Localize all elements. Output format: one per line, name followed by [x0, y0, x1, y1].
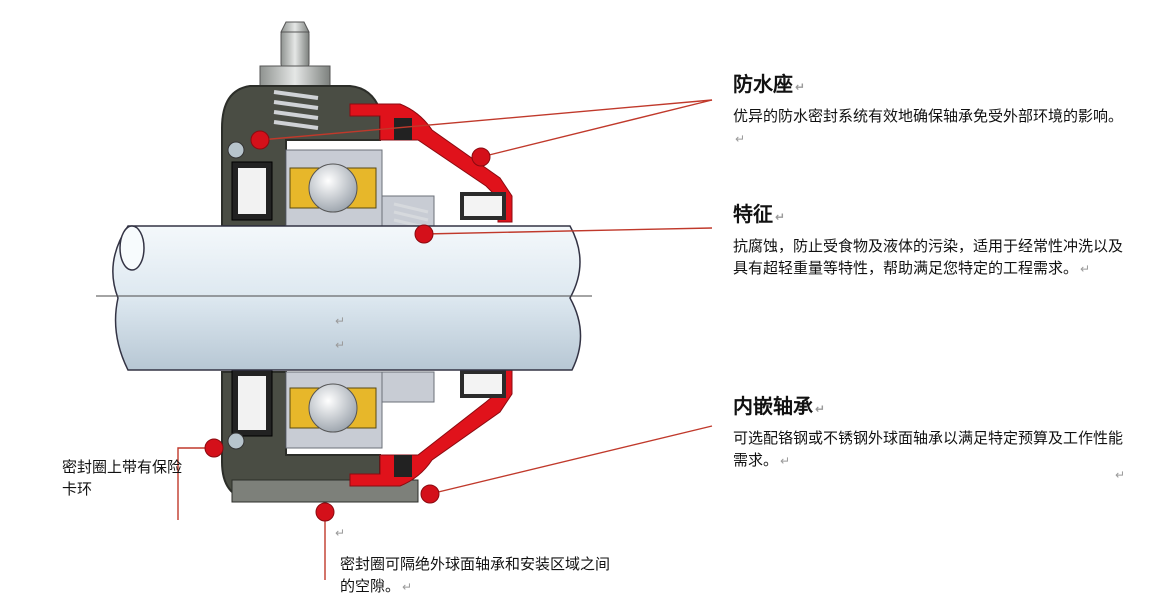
- grease-fitting: [259, 21, 331, 87]
- callout-insert-bearing: 内嵌轴承↵ 可选配铬钢或不锈钢外球面轴承以满足特定预算及工作性能需求。↵: [733, 394, 1123, 472]
- callout-markers: [204, 130, 491, 522]
- marker-waterproof-right: [471, 147, 491, 167]
- shaft: [96, 225, 592, 371]
- marker-waterproof-left: [250, 130, 270, 150]
- marker-features: [414, 224, 434, 244]
- waterproof-seat: [349, 103, 513, 487]
- callout-features: 特征↵ 抗腐蚀，防止受食物及液体的污染，适用于经常性冲洗以及具有超轻重量等特性，…: [733, 202, 1123, 280]
- paragraph-mark: ↵: [335, 526, 346, 540]
- callout-title: 防水座↵: [733, 72, 806, 96]
- grease-spring: [273, 90, 319, 130]
- paragraph-mark: ↵: [335, 314, 346, 328]
- marker-bearing: [420, 484, 440, 504]
- callout-title: 特征↵: [733, 202, 786, 226]
- marker-retaining-ring: [204, 438, 224, 458]
- paragraph-mark: ↵: [1115, 468, 1126, 482]
- callout-text: 可选配铬钢或不锈钢外球面轴承以满足特定预算及工作性能需求。↵: [733, 429, 1124, 469]
- left-seals: [227, 141, 273, 450]
- callout-text: 抗腐蚀，防止受食物及液体的污染，适用于经常性冲洗以及具有超轻重量等特性，帮助满足…: [733, 237, 1124, 277]
- marker-gap-seal: [315, 502, 335, 522]
- callout-title: 内嵌轴承↵: [733, 394, 826, 418]
- insert-bearing: [285, 149, 435, 449]
- leader-lines: [177, 99, 713, 580]
- note-retaining-ring: 密封圈上带有保险卡环: [62, 458, 183, 498]
- paragraph-mark: ↵: [335, 338, 346, 352]
- note-gap-seal: 密封圈可隔绝外球面轴承和安装区域之间的空隙。↵: [340, 555, 611, 595]
- callout-waterproof-seat: 防水座↵ 优异的防水密封系统有效地确保轴承免受外部环境的影响。↵: [733, 72, 1123, 150]
- callout-text: 优异的防水密封系统有效地确保轴承免受外部环境的影响。↵: [733, 107, 1124, 146]
